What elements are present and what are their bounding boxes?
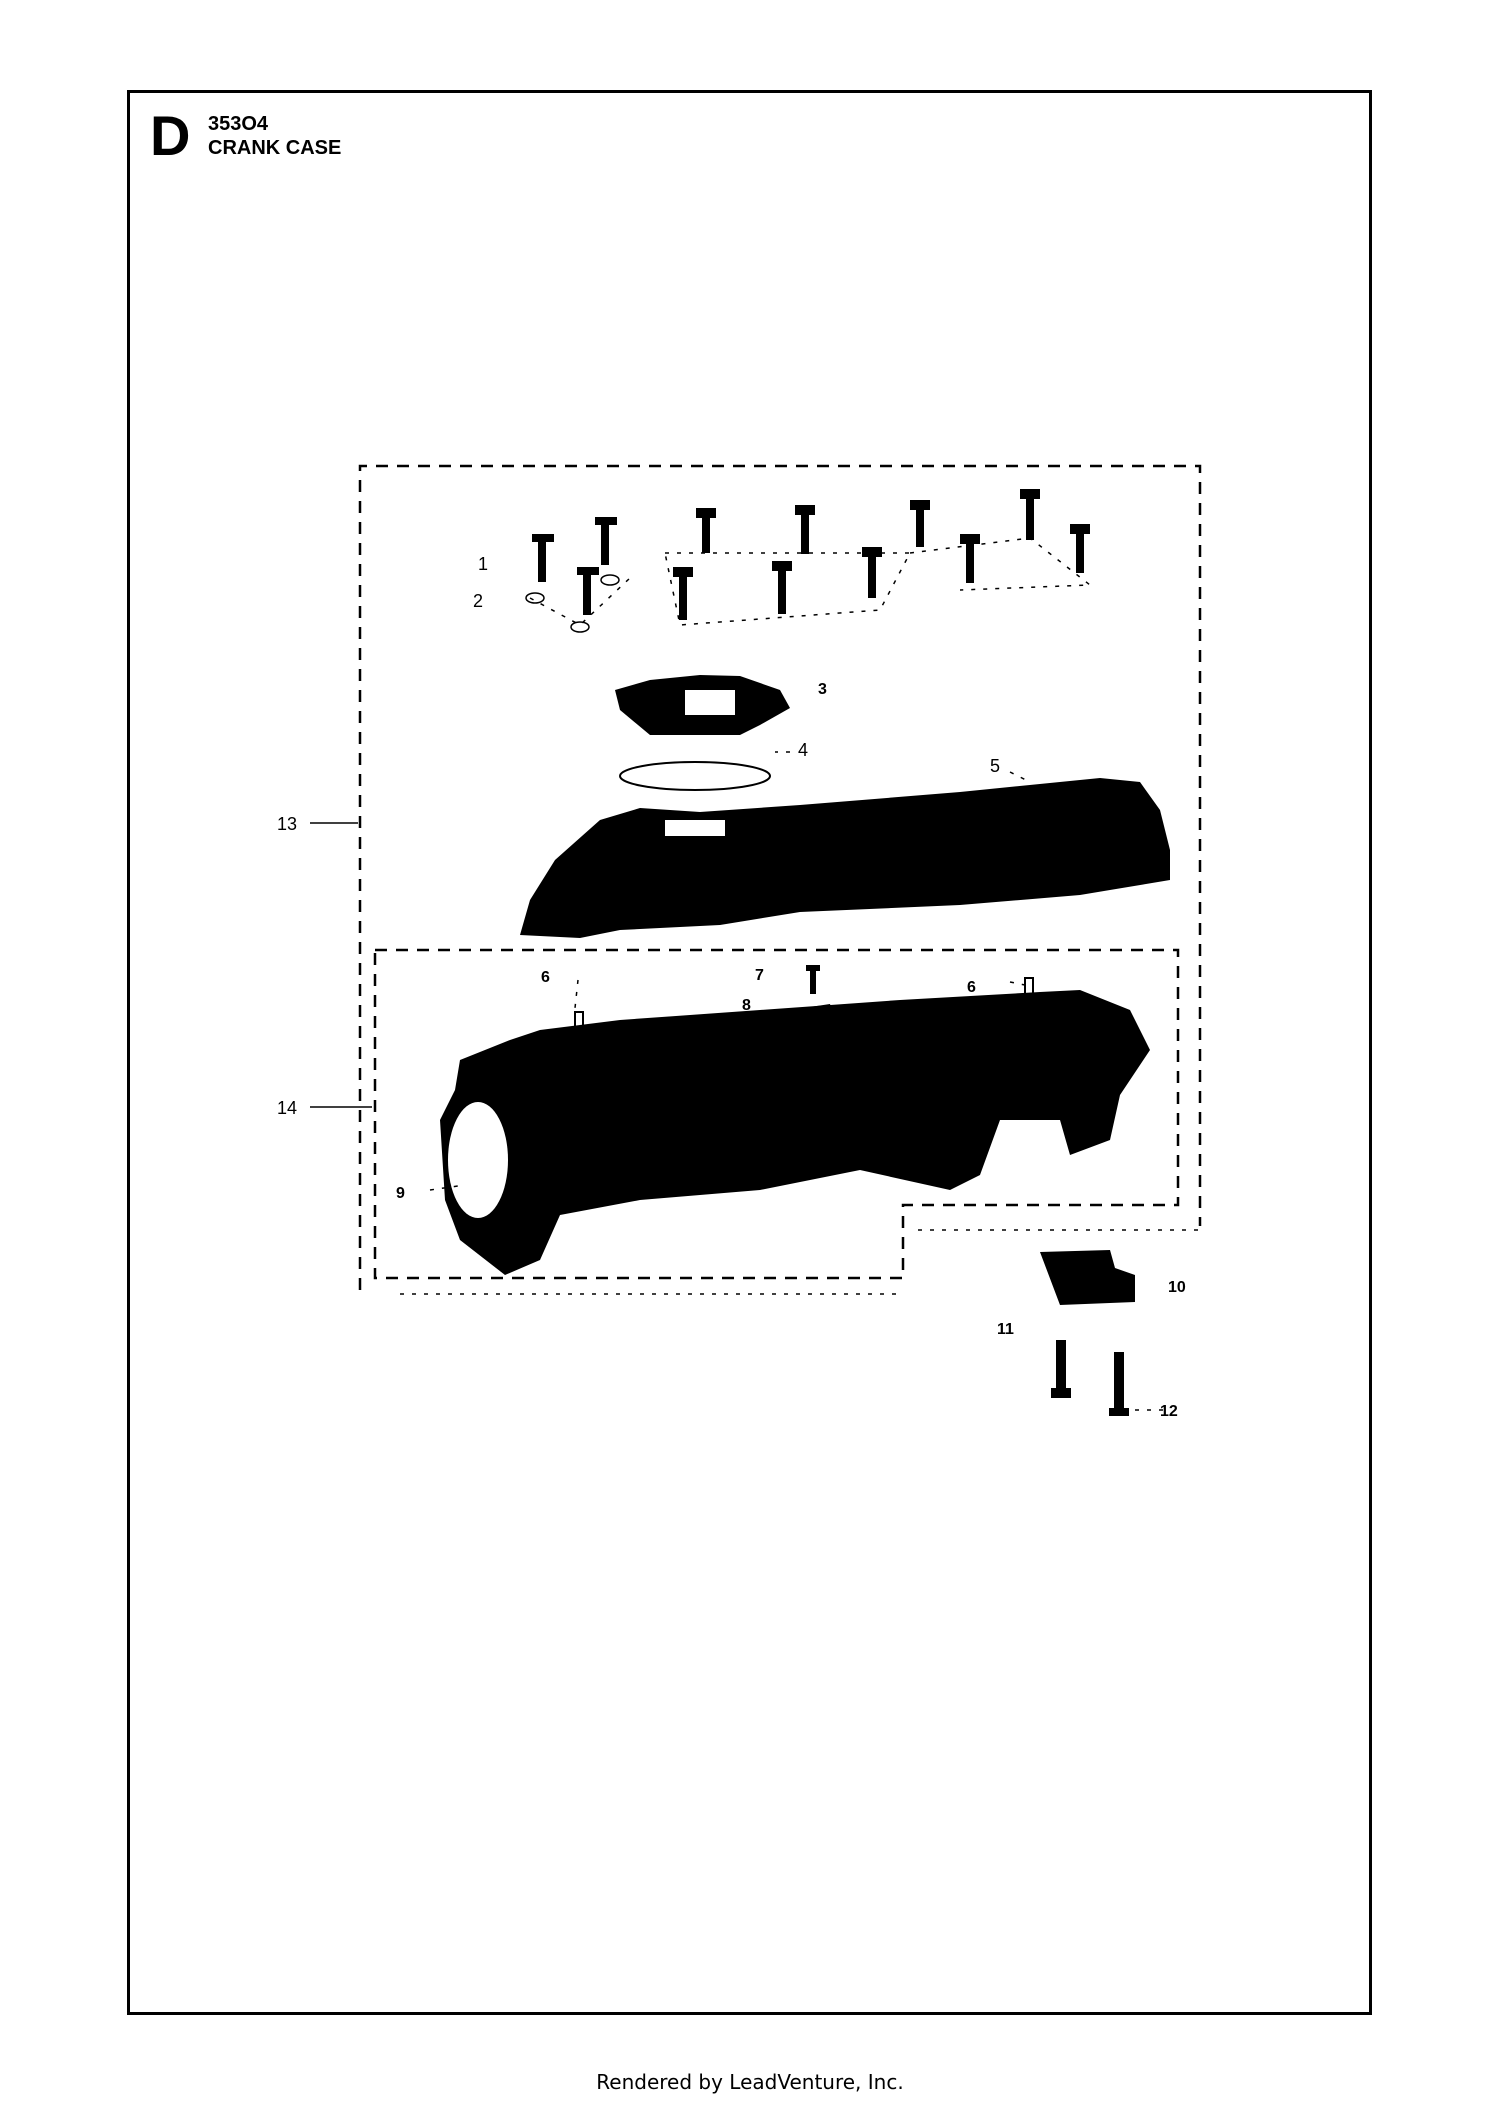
callout-6-right: 6 bbox=[967, 979, 976, 996]
diagram-title: CRANK CASE bbox=[208, 137, 342, 159]
diagram-frame bbox=[127, 90, 1372, 2015]
part-6-dowel-pin-left bbox=[574, 1011, 584, 1037]
part-12-bolt bbox=[1114, 1352, 1124, 1412]
part-4-o-ring bbox=[619, 761, 771, 791]
assembly-14-outline bbox=[373, 948, 1180, 1280]
assembly-13-outline bbox=[358, 464, 1202, 1290]
part-10-block bbox=[1040, 1250, 1135, 1305]
callout-13: 13 bbox=[277, 814, 297, 834]
part-14-lower-crank-case bbox=[440, 990, 1150, 1275]
callout-10: 10 bbox=[1168, 1279, 1186, 1296]
part-11-bolt bbox=[1056, 1340, 1066, 1392]
model-number: 353O4 bbox=[208, 113, 269, 135]
footer-credit: Rendered by LeadVenture, Inc. bbox=[596, 2070, 904, 2094]
callout-9: 9 bbox=[396, 1185, 405, 1202]
callout-3: 3 bbox=[818, 681, 827, 698]
part-7-screw bbox=[806, 965, 820, 971]
callout-8: 8 bbox=[742, 997, 751, 1014]
part-3-bearing-housing bbox=[615, 675, 790, 735]
callout-1: 1 bbox=[478, 554, 488, 574]
callout-2: 2 bbox=[473, 591, 483, 611]
part-6-dowel-pin-right bbox=[1024, 977, 1034, 1003]
callout-11: 11 bbox=[997, 1321, 1014, 1338]
callout-14: 14 bbox=[277, 1098, 297, 1118]
callout-6-left: 6 bbox=[541, 969, 550, 986]
callout-4: 4 bbox=[798, 740, 808, 760]
section-letter: D bbox=[150, 104, 191, 167]
callout-5: 5 bbox=[990, 756, 1000, 776]
callout-7: 7 bbox=[755, 967, 764, 984]
callout-12: 12 bbox=[1160, 1403, 1178, 1420]
part-5-upper-crank-case bbox=[520, 778, 1170, 938]
screw-group-1 bbox=[525, 489, 1093, 633]
part-8-plug bbox=[790, 1004, 835, 1026]
